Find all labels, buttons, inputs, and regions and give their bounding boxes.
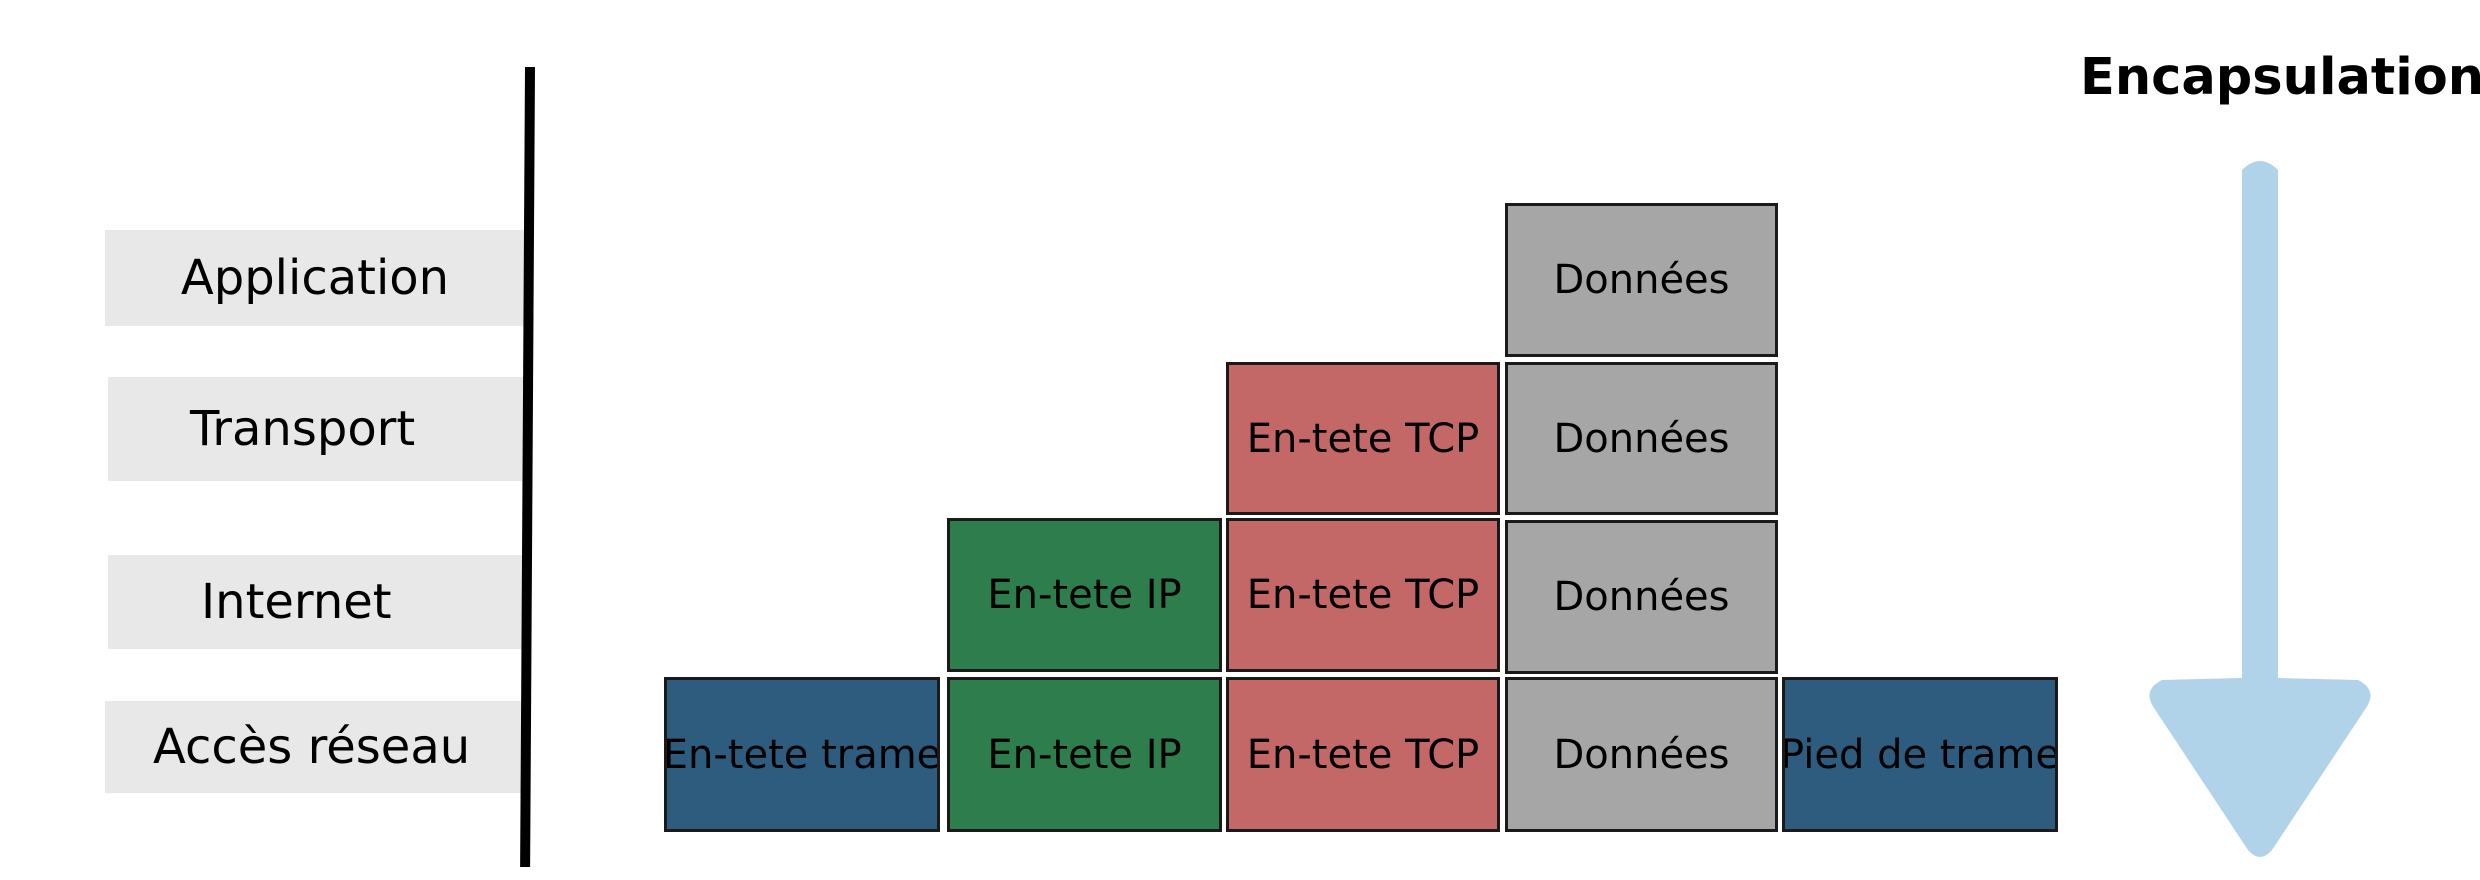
link-tcp-header-block: En-tete TCP <box>1226 677 1500 832</box>
layer-label-internet: Internet <box>108 555 528 649</box>
layer-label-acces-reseau: Accès réseau <box>105 701 525 793</box>
link-frame-footer-block: Pied de trame <box>1782 677 2058 832</box>
internet-ip-header-block: En-tete IP <box>947 518 1222 672</box>
down-arrow-icon <box>2149 161 2371 857</box>
encapsulation-title: Encapsulation <box>2080 48 2480 107</box>
layer-divider <box>520 67 535 868</box>
layer-label-application: Application <box>105 230 525 326</box>
layer-label-transport: Transport <box>108 377 528 481</box>
link-frame-header-block: En-tete trame <box>664 677 940 832</box>
transport-data-block: Données <box>1505 362 1778 515</box>
link-data-block: Données <box>1505 677 1778 832</box>
application-data-block: Données <box>1505 203 1778 357</box>
transport-tcp-header-block: En-tete TCP <box>1226 362 1500 515</box>
internet-tcp-header-block: En-tete TCP <box>1226 518 1500 672</box>
link-ip-header-block: En-tete IP <box>947 677 1222 832</box>
internet-data-block: Données <box>1505 520 1778 674</box>
